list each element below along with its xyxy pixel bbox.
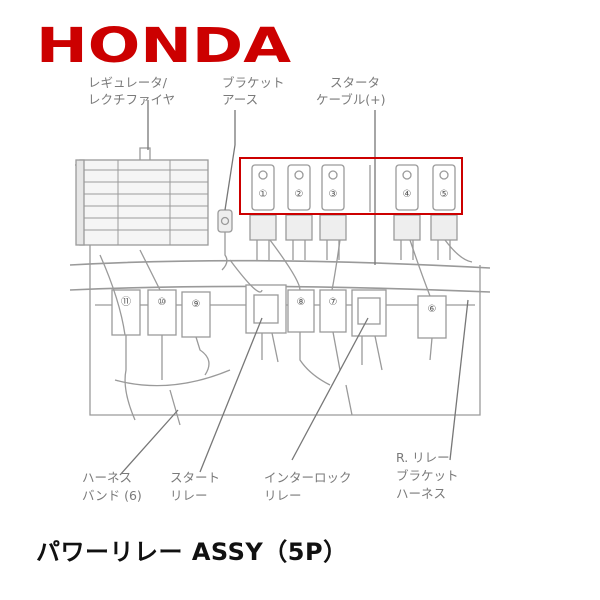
- label-r-relay-2: ブラケット: [396, 468, 459, 483]
- regulator-rectifier: [75, 147, 209, 246]
- lower-relays-middle: [287, 289, 347, 386]
- relay-label-6: ⑥: [428, 304, 437, 315]
- label-r-relay-1: R. リレー: [396, 450, 450, 465]
- product-title: パワーリレー ASSY（5P）: [36, 538, 348, 566]
- honda-logo-text: HONDA: [36, 20, 291, 70]
- label-interlock-relay-2: リレー: [264, 488, 302, 503]
- relay-label-1: ①: [259, 189, 268, 200]
- label-bracket-earth-1: ブラケット: [222, 75, 285, 90]
- label-harness-band-1: ハーネス: [82, 470, 132, 485]
- relay-label-7: ⑦: [329, 297, 338, 308]
- callout-labels: レギュレータ/ レクチファイヤ ブラケット アース スタータ ケーブル(+) ハ…: [82, 75, 459, 503]
- label-start-relay-2: リレー: [170, 488, 208, 503]
- highlight-box: [239, 157, 463, 215]
- label-harness-band-2: バンド (6): [82, 488, 142, 503]
- relay-label-5: ⑤: [440, 189, 449, 200]
- relay-label-8: ⑧: [297, 297, 306, 308]
- relay-label-10: ⑩: [158, 297, 167, 308]
- interlock-relay: [345, 289, 387, 416]
- upper-relays: [249, 164, 458, 260]
- start-relay: [245, 284, 287, 363]
- label-starter-cable-2: ケーブル(+): [316, 92, 385, 107]
- label-starter-cable-1: スタータ: [330, 75, 380, 90]
- lower-relays-left: [111, 289, 231, 421]
- relay-number-labels: ① ② ③ ④ ⑤ ⑥ ⑦ ⑧ ⑨ ⑩ ⑪: [121, 189, 448, 315]
- label-regulator-2: レクチファイヤ: [88, 92, 175, 107]
- relay-label-4: ④: [403, 189, 412, 200]
- relay-label-11: ⑪: [121, 296, 131, 308]
- label-bracket-earth-2: アース: [222, 92, 258, 107]
- label-start-relay-1: スタート: [170, 470, 220, 485]
- honda-logo: HONDA: [36, 20, 291, 70]
- label-regulator-1: レギュレータ/: [88, 75, 168, 90]
- diagram-linework: [69, 100, 491, 476]
- label-r-relay-3: ハーネス: [396, 486, 446, 501]
- relay-6: [417, 295, 447, 361]
- relay-label-9: ⑨: [192, 299, 201, 310]
- relay-label-3: ③: [329, 189, 338, 200]
- label-interlock-relay-1: インターロック: [264, 470, 352, 485]
- relay-label-2: ②: [295, 189, 304, 200]
